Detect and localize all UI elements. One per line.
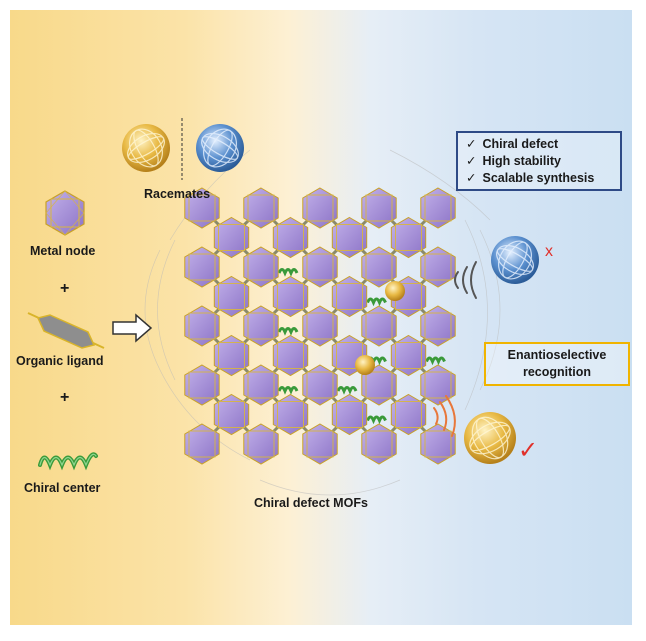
metal-node <box>361 246 397 288</box>
metal-node <box>243 423 279 465</box>
feature-item: ✓Chiral defect <box>466 137 559 151</box>
metal-node <box>213 275 250 318</box>
organic-ligand-icon <box>27 312 105 349</box>
chiral-center-icon <box>38 452 98 471</box>
chiral-spring <box>366 297 387 307</box>
adsorbed-gold-sphere-icon <box>355 281 405 375</box>
metal-node <box>243 187 279 229</box>
gray-signal-waves-icon <box>454 261 477 299</box>
mof-lattice <box>184 187 456 465</box>
metal-node <box>184 305 220 347</box>
metal-node <box>302 305 338 347</box>
chiral-spring <box>366 415 387 425</box>
metal-node <box>272 334 309 377</box>
organic-ligand-label: Organic ligand <box>16 354 104 368</box>
metal-node <box>213 334 250 377</box>
metal-node <box>302 246 338 288</box>
accepted-gold-sphere-icon <box>464 412 516 464</box>
chiral-spring <box>336 386 358 395</box>
plus-sign-2: + <box>60 389 70 406</box>
enantioselective-recognition-box: Enantioselective recognition <box>484 342 630 386</box>
orange-signal-waves-icon <box>433 395 456 437</box>
metal-node <box>243 364 279 406</box>
chiral-spring <box>425 356 446 366</box>
metal-node <box>390 216 427 259</box>
metal-node <box>184 187 220 229</box>
check-icon: ✓ <box>466 137 477 151</box>
chiral-center-label: Chiral center <box>24 481 101 495</box>
feature-checklist: ✓Chiral defect ✓High stability ✓Scalable… <box>456 131 622 191</box>
recognition-line-1: Enantioselective <box>507 348 607 362</box>
metal-node <box>184 423 220 465</box>
metal-node <box>390 393 427 436</box>
racemates-label: Racemates <box>144 187 211 201</box>
metal-node <box>420 246 456 288</box>
metal-node-icon <box>45 190 85 236</box>
mof-label: Chiral defect MOFs <box>254 496 368 510</box>
metal-node <box>361 423 397 465</box>
metal-node <box>331 216 368 259</box>
metal-node <box>243 305 279 347</box>
metal-node <box>213 216 250 259</box>
metal-node <box>420 305 456 347</box>
metal-node <box>420 423 456 465</box>
metal-node <box>272 216 309 259</box>
metal-node <box>302 187 338 229</box>
plus-sign-1: + <box>60 280 70 297</box>
chiral-spring <box>277 268 299 277</box>
chiral-spring <box>277 327 299 336</box>
metal-node <box>331 275 368 318</box>
blue-enantiomer-sphere-icon <box>196 124 244 172</box>
metal-node <box>213 393 250 436</box>
metal-node <box>302 423 338 465</box>
metal-node <box>184 364 220 406</box>
metal-node <box>361 305 397 347</box>
chiral-spring <box>277 386 299 395</box>
rejected-blue-sphere-icon <box>491 236 539 284</box>
accept-mark: ✓ <box>518 436 538 464</box>
metal-node <box>243 246 279 288</box>
metal-node <box>390 334 427 377</box>
illustration: x ✓ <box>27 118 553 496</box>
recognition-line-2: recognition <box>522 365 592 379</box>
metal-node <box>420 187 456 229</box>
synthesis-arrow-icon <box>112 313 153 343</box>
feature-item: ✓Scalable synthesis <box>466 171 595 185</box>
metal-node <box>420 364 456 406</box>
metal-node <box>361 364 397 406</box>
metal-node <box>184 246 220 288</box>
check-icon: ✓ <box>466 171 477 185</box>
figure: x ✓ Metal node + Organic ligand + Chiral… <box>10 10 632 625</box>
metal-node <box>302 364 338 406</box>
metal-node-label: Metal node <box>30 244 96 258</box>
metal-node <box>331 393 368 436</box>
metal-node <box>272 393 309 436</box>
gold-enantiomer-sphere-icon <box>122 124 170 172</box>
metal-node <box>272 275 309 318</box>
reject-mark: x <box>545 243 553 260</box>
feature-item: ✓High stability <box>466 154 561 168</box>
metal-node <box>361 187 397 229</box>
check-icon: ✓ <box>466 154 477 168</box>
